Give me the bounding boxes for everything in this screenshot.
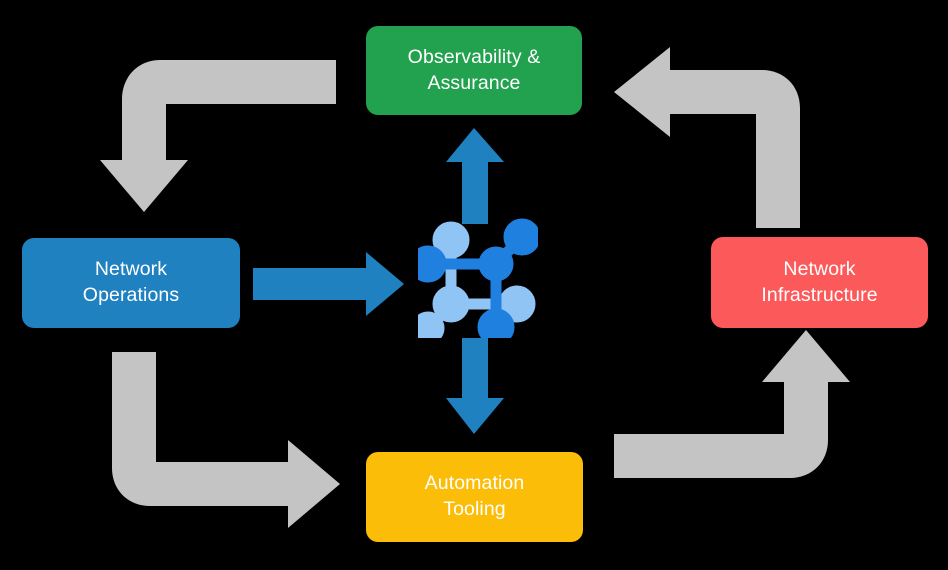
node-light-right [498, 285, 536, 323]
node-box-observability[interactable]: Observability & Assurance [366, 26, 582, 115]
arrow-infrastructure-to-observability [614, 47, 800, 228]
node-box-automation-tooling[interactable]: Automation Tooling [366, 452, 583, 542]
network-topology-icon [418, 218, 538, 338]
node-light-top [432, 221, 470, 259]
arrow-operations-to-automation [112, 352, 340, 528]
node-box-network-infrastructure[interactable]: Network Infrastructure [711, 237, 928, 328]
network-icon-secondary-group [418, 221, 536, 338]
node-light-mid [432, 285, 470, 323]
arrow-center-to-automation [446, 338, 504, 434]
node-light-bottom-left [418, 311, 445, 338]
arrow-operations-to-center [253, 252, 404, 316]
node-dark-hub [478, 246, 514, 282]
node-dark-bottom [477, 308, 515, 338]
arrow-observability-to-operations [100, 60, 336, 212]
node-dark-left [418, 245, 447, 283]
node-box-network-operations[interactable]: Network Operations [22, 238, 240, 328]
network-icon-primary-group [418, 218, 538, 338]
arrow-center-to-observability [446, 128, 504, 224]
arrow-automation-to-infrastructure [614, 330, 850, 478]
node-dark-top-right [503, 218, 538, 256]
